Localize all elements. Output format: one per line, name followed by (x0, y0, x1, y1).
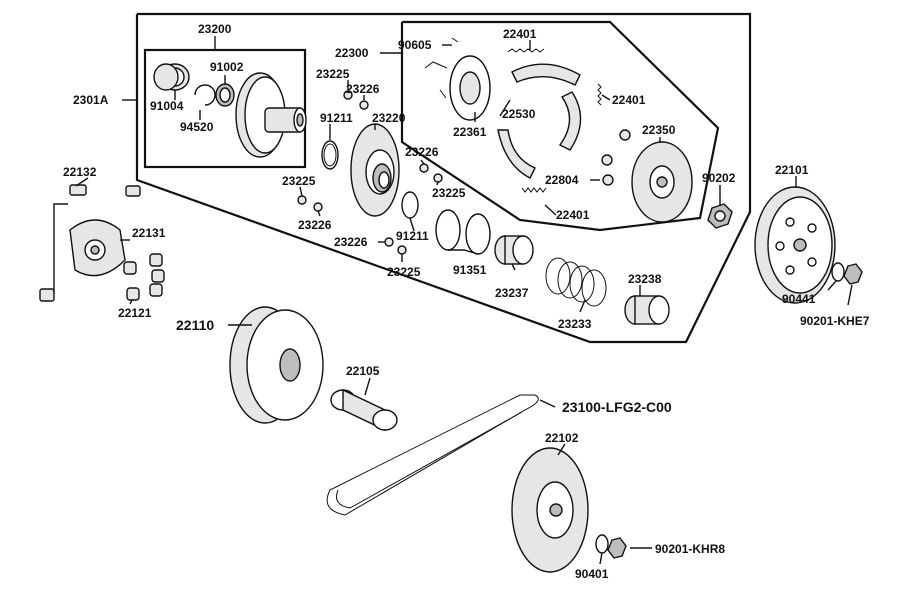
label-22121: 22121 (118, 306, 152, 320)
label-91211-a: 91211 (320, 111, 353, 125)
label-91004: 91004 (150, 99, 184, 113)
label-23226-d: 23226 (334, 235, 368, 249)
label-22132: 22132 (63, 165, 97, 179)
label-90202: 90202 (702, 171, 736, 185)
label-22131: 22131 (132, 226, 166, 240)
pin-23225-b (297, 195, 307, 205)
label-90201-khr8: 90201-KHR8 (655, 542, 725, 556)
subassembly-frame-22300 (400, 20, 720, 232)
washer-90441 (831, 262, 845, 282)
subassembly-box-23200 (143, 48, 307, 169)
variator-22110 (229, 306, 324, 424)
washer-90401 (595, 534, 609, 554)
label-90201-khe7: 90201-KHE7 (800, 314, 870, 328)
ramp-plate-22131 (69, 219, 126, 277)
pin-23225-d (397, 245, 407, 255)
label-23237: 23237 (495, 286, 529, 300)
bearing-91002 (215, 83, 235, 107)
label-23225-a: 23225 (316, 67, 350, 81)
driven-face-23200 (235, 72, 307, 158)
label-22804: 22804 (545, 173, 579, 187)
pin-23226-c (419, 163, 429, 173)
label-23200: 23200 (198, 22, 232, 36)
label-22110: 22110 (176, 317, 214, 333)
label-22401-top: 22401 (503, 27, 537, 41)
collar-23238 (624, 295, 670, 325)
slider-22132 (39, 184, 141, 302)
label-23226-c: 23226 (298, 218, 332, 232)
label-23220: 23220 (372, 111, 406, 125)
pin-23226-d (384, 237, 394, 247)
pins-22804 (601, 129, 631, 186)
nut-90201-khe7 (843, 263, 863, 285)
label-2301A: 2301A (73, 93, 109, 107)
pin-23226-a (359, 100, 369, 110)
label-22401-right: 22401 (612, 93, 646, 107)
label-23233: 23233 (558, 317, 592, 331)
o-ring-91211-upper (321, 140, 339, 170)
clip-90605 (424, 37, 459, 99)
o-ring-91211-lower (401, 191, 419, 219)
bush-22105 (330, 388, 398, 432)
label-22401-bottom: 22401 (556, 208, 590, 222)
bracket-22132 (53, 203, 68, 292)
label-90605: 90605 (398, 38, 432, 52)
label-91211-b: 91211 (396, 229, 429, 243)
pin-23225-a (343, 90, 353, 100)
label-23100-lfg2-c00: 23100-LFG2-C00 (562, 399, 672, 415)
label-91351: 91351 (453, 263, 487, 277)
o-rings-91351 (435, 209, 491, 255)
clutch-shoes-22530 (497, 63, 582, 179)
label-91002: 91002 (210, 60, 244, 74)
spring-23233 (545, 257, 607, 307)
fan-pulley-22102 (511, 447, 589, 573)
label-23226-a: 23226 (346, 82, 380, 96)
label-23225-d: 23225 (387, 265, 421, 279)
spring-22401-top (507, 48, 545, 53)
bearing-91004 (153, 63, 190, 91)
label-22361: 22361 (453, 125, 487, 139)
spring-22401-bottom (521, 187, 547, 193)
label-23225-b: 23225 (282, 174, 316, 188)
seal-collar-23237 (494, 235, 534, 265)
label-22102: 22102 (545, 431, 579, 445)
label-22105: 22105 (346, 364, 380, 378)
leader-lines (75, 36, 853, 565)
pin-23226-b (313, 202, 323, 212)
label-23238: 23238 (628, 272, 662, 286)
label-23226-b: 23226 (405, 145, 439, 159)
label-94520: 94520 (180, 120, 214, 134)
circlip-94520 (194, 84, 216, 106)
plate-22361 (449, 55, 491, 121)
belt-23100 (326, 394, 539, 516)
label-22350: 22350 (642, 123, 676, 137)
assembly-frame-2301A (135, 12, 752, 344)
nut-90202 (707, 203, 733, 229)
spring-22401-right (597, 83, 602, 106)
label-22300: 22300 (335, 46, 369, 60)
label-23225-c: 23225 (432, 186, 466, 200)
label-22530: 22530 (502, 107, 536, 121)
label-22101: 22101 (775, 163, 809, 177)
pin-23225-c (433, 173, 443, 183)
movable-driven-face-23220 (350, 123, 400, 217)
label-90441: 90441 (782, 292, 816, 306)
nut-90201-khr8 (607, 537, 627, 559)
drive-plate-22350 (631, 141, 693, 223)
weight-rollers-22121 (123, 253, 165, 301)
label-90401: 90401 (575, 567, 609, 581)
clutch-bell-22101 (754, 186, 836, 304)
part-labels: 23200 91002 91004 94520 2301A 22300 9060… (63, 22, 870, 581)
